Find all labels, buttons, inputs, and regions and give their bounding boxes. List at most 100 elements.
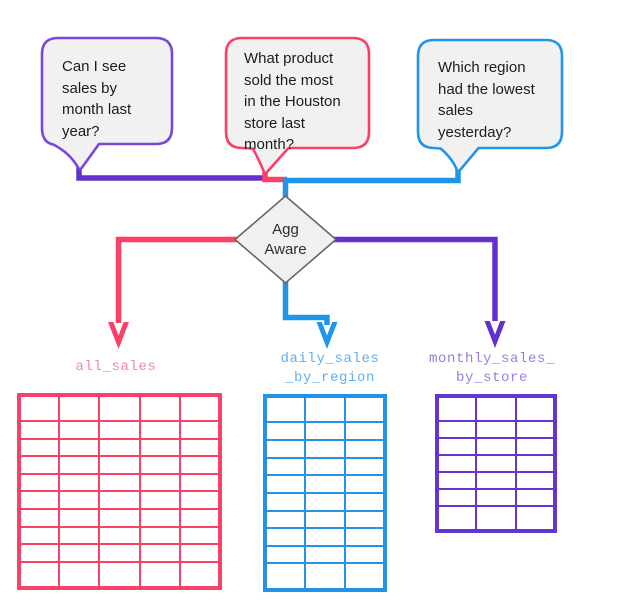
table-cell xyxy=(138,393,181,423)
table-cell xyxy=(178,472,222,493)
arrowhead-monthly-sales xyxy=(484,321,506,348)
table-cell xyxy=(138,543,181,563)
table-cell xyxy=(17,543,61,563)
table-cell xyxy=(304,509,346,530)
table-cell xyxy=(264,439,306,459)
table-cell xyxy=(344,509,386,530)
table-cell xyxy=(58,393,101,423)
table-row xyxy=(17,455,222,475)
table-cell xyxy=(304,491,346,512)
table-cell xyxy=(58,525,101,546)
table-cell xyxy=(17,437,61,458)
table-cell xyxy=(475,454,517,473)
arrowhead-all-sales xyxy=(108,322,129,349)
connector-diamond-to-monthly-sales xyxy=(334,236,498,321)
table-row xyxy=(264,544,386,565)
table-cell xyxy=(264,544,306,565)
table-daily-sales-by-region xyxy=(263,394,387,592)
table-cell xyxy=(435,504,478,533)
table-cell xyxy=(435,487,478,507)
table-cell xyxy=(17,490,61,510)
table-cell xyxy=(98,507,141,528)
table-row xyxy=(435,470,557,490)
connector-q3-to-diamond xyxy=(282,166,461,197)
question-line: What product xyxy=(244,50,334,67)
question-line: sales xyxy=(438,102,474,119)
table-row xyxy=(264,474,386,494)
table-cell xyxy=(264,456,306,477)
table-cell xyxy=(138,507,181,528)
table-cell xyxy=(58,560,101,590)
table-row xyxy=(17,560,222,590)
table-cell xyxy=(98,560,141,590)
table-row xyxy=(17,490,222,510)
table-cell xyxy=(58,543,101,563)
table-cell xyxy=(264,491,306,512)
table-cell xyxy=(58,490,101,510)
table-cell xyxy=(304,394,346,424)
table-label-line: _by_region xyxy=(284,370,375,386)
table-cell xyxy=(264,509,306,530)
table-cell xyxy=(17,525,61,546)
table-row xyxy=(264,527,386,547)
arrowhead-daily-sales xyxy=(316,322,338,349)
question-text-q1: Can I see sales by month last year? xyxy=(62,56,131,142)
table-cell xyxy=(138,560,181,590)
speech-bubble-q1 xyxy=(40,36,174,171)
connector-diamond-to-daily-sales xyxy=(282,278,330,325)
table-cell xyxy=(435,470,478,490)
table-cell xyxy=(264,527,306,547)
question-line: sales by xyxy=(62,79,118,97)
table-cell xyxy=(58,420,101,440)
table-row xyxy=(435,487,557,507)
table-cell xyxy=(178,560,222,590)
table-cell xyxy=(17,472,61,493)
table-cell xyxy=(344,394,386,424)
table-cell xyxy=(514,470,557,490)
table-cell xyxy=(435,437,478,457)
table-cell xyxy=(98,525,141,546)
table-cell xyxy=(58,472,101,493)
table-cell xyxy=(98,455,141,475)
table-cell xyxy=(178,393,222,423)
table-cell xyxy=(514,454,557,473)
table-cell xyxy=(344,474,386,494)
table-row xyxy=(264,439,386,459)
table-cell xyxy=(475,437,517,457)
table-cell xyxy=(475,394,517,423)
table-row xyxy=(17,543,222,563)
table-cell xyxy=(435,454,478,473)
table-row xyxy=(435,454,557,473)
table-cell xyxy=(475,504,517,533)
table-cell xyxy=(98,543,141,563)
table-row xyxy=(17,437,222,458)
question-line: sold the most xyxy=(244,71,334,89)
table-cell xyxy=(304,439,346,459)
table-cell xyxy=(17,455,61,475)
table-cell xyxy=(344,439,386,459)
table-cell xyxy=(178,543,222,563)
question-text-q3: Which region had the lowest sales yester… xyxy=(438,57,535,143)
table-label-line: daily_sales xyxy=(280,351,380,367)
table-monthly-sales-by-store xyxy=(435,394,557,533)
decision-label-line: Aware xyxy=(264,241,307,258)
table-cell xyxy=(98,393,141,423)
table-cell xyxy=(178,525,222,546)
table-cell xyxy=(344,456,386,477)
table-label-line: all_sales xyxy=(75,359,157,375)
table-label-monthly-sales-by-store: monthly_sales_ by_store xyxy=(407,350,577,388)
table-cell xyxy=(138,420,181,440)
table-cell xyxy=(98,437,141,458)
table-row xyxy=(435,437,557,457)
table-cell xyxy=(178,437,222,458)
table-cell xyxy=(344,527,386,547)
speech-bubble-q3 xyxy=(416,38,564,173)
decision-label: Agg Aware xyxy=(235,220,336,260)
table-row xyxy=(435,394,557,423)
table-row xyxy=(17,420,222,440)
table-cell xyxy=(304,544,346,565)
table-cell xyxy=(344,544,386,565)
table-cell xyxy=(178,490,222,510)
